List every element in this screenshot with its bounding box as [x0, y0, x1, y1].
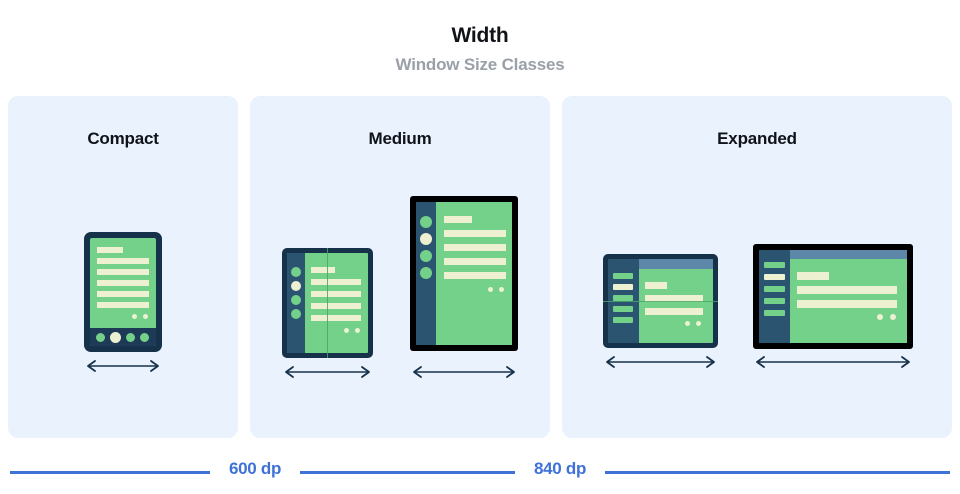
rail-item-bar[interactable] [613, 295, 633, 301]
ruler-segment-expanded [605, 471, 950, 474]
breakpoint-ruler: 600 dp 840 dp [0, 455, 960, 489]
content-dot [344, 328, 349, 333]
content-dot [499, 287, 504, 292]
content-bar [311, 267, 335, 273]
page-subtitle: Window Size Classes [395, 55, 565, 74]
content-dot [143, 314, 148, 319]
fold-crease-line [603, 301, 718, 302]
content-dot [488, 287, 493, 292]
device-foldable-portrait [282, 248, 373, 358]
rail-item-bar[interactable] [764, 298, 785, 304]
page-title: Width [451, 24, 509, 47]
content-bar [797, 300, 897, 308]
content-bar [645, 295, 703, 302]
content-dot [355, 328, 360, 333]
rail-item-circle[interactable] [420, 267, 432, 279]
navigation-rail [416, 202, 436, 345]
content-bar [97, 302, 149, 308]
rail-item-circle[interactable] [420, 250, 432, 262]
content-bar [444, 230, 506, 237]
width-arrow-tablet-landscape [753, 354, 913, 370]
content-bar [797, 286, 897, 294]
navigation-rail [759, 250, 790, 343]
rail-item-bar-active[interactable] [613, 284, 633, 290]
nav-item-circle[interactable] [126, 333, 135, 342]
device-phone-portrait [84, 232, 162, 352]
content-bar [97, 258, 149, 264]
width-arrow-foldable-landscape [603, 354, 718, 370]
content-bar [645, 282, 667, 289]
nav-item-circle[interactable] [140, 333, 149, 342]
nav-item-circle[interactable] [96, 333, 105, 342]
content-dot [877, 314, 883, 320]
device-tablet-landscape [753, 244, 913, 349]
content-bar [311, 315, 361, 321]
navigation-rail [287, 253, 305, 353]
phone-bottom-nav [90, 328, 156, 346]
content-bar [311, 303, 361, 309]
content-bar [444, 244, 506, 251]
rail-item-circle[interactable] [291, 267, 301, 277]
content-dot [685, 321, 690, 326]
content-bar [444, 216, 472, 223]
rail-item-bar-active[interactable] [764, 274, 785, 280]
width-arrow-foldable-portrait [282, 364, 373, 380]
rail-item-bar[interactable] [613, 306, 633, 312]
rail-item-circle-active[interactable] [420, 233, 432, 245]
panel-compact: Compact [8, 96, 238, 438]
content-bar [311, 279, 361, 285]
panel-title-compact: Compact [87, 129, 159, 148]
content-bar [797, 272, 829, 280]
panel-expanded: Expanded [562, 96, 952, 438]
rail-item-circle[interactable] [420, 216, 432, 228]
tablet-screen [416, 202, 512, 345]
content-bar [311, 291, 361, 297]
device-foldable-landscape [603, 254, 718, 348]
content-bar [97, 291, 149, 297]
content-dot [132, 314, 137, 319]
rail-item-circle-active[interactable] [291, 281, 301, 291]
panel-medium: Medium [250, 96, 550, 438]
rail-item-bar[interactable] [613, 273, 633, 279]
breakpoint-label-600: 600 dp [228, 459, 282, 478]
content-bar [97, 247, 123, 253]
ruler-segment-compact [10, 471, 210, 474]
content-bar [444, 258, 506, 265]
rail-item-bar[interactable] [613, 317, 633, 323]
panel-title-expanded: Expanded [717, 129, 797, 148]
content-bar [645, 308, 703, 315]
content-bar [444, 272, 506, 279]
phone-screen [90, 238, 156, 346]
width-arrow-tablet-portrait [410, 364, 518, 380]
device-tablet-portrait [410, 196, 518, 351]
ruler-segment-medium [300, 471, 515, 474]
rail-item-bar[interactable] [764, 286, 785, 292]
top-app-bar [790, 250, 907, 259]
tablet-screen [759, 250, 907, 343]
panel-title-medium: Medium [368, 129, 432, 148]
nav-item-circle-active[interactable] [110, 332, 121, 343]
content-dot [890, 314, 896, 320]
rail-item-circle[interactable] [291, 309, 301, 319]
rail-item-circle[interactable] [291, 295, 301, 305]
content-bar [97, 280, 149, 286]
content-bar [97, 269, 149, 275]
breakpoint-label-840: 840 dp [533, 459, 587, 478]
rail-item-bar[interactable] [764, 262, 785, 268]
width-arrow-compact [84, 358, 162, 374]
content-dot [696, 321, 701, 326]
top-app-bar [639, 259, 713, 269]
rail-item-bar[interactable] [764, 310, 785, 316]
fold-crease-line [327, 248, 328, 358]
